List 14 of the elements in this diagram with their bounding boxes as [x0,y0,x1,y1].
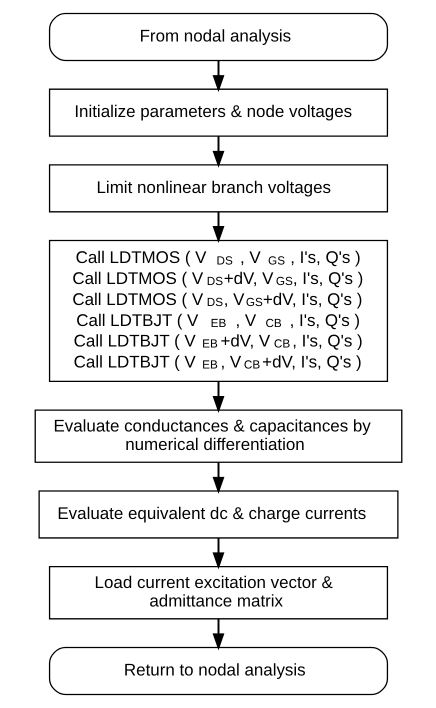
node-box: Initialize parameters & node voltages [48,88,388,137]
arrow [212,60,224,92]
arrow [212,136,224,168]
node-box: From nodal analysis [48,12,388,62]
arrow [212,212,224,244]
node-box: Load current excitation vector & admittance matrix [48,566,388,620]
arrow [212,381,224,413]
node-box: Evaluate equivalent dc & charge currents [38,490,398,539]
node-box: Return to nodal analysis [48,646,388,696]
node-box: Evaluate conductances & capacitances by numerical differentiation [34,409,402,463]
arrow [212,538,224,570]
arrow [212,462,224,494]
arrow [212,619,224,650]
node-box: Limit nonlinear branch voltages [48,164,388,212]
